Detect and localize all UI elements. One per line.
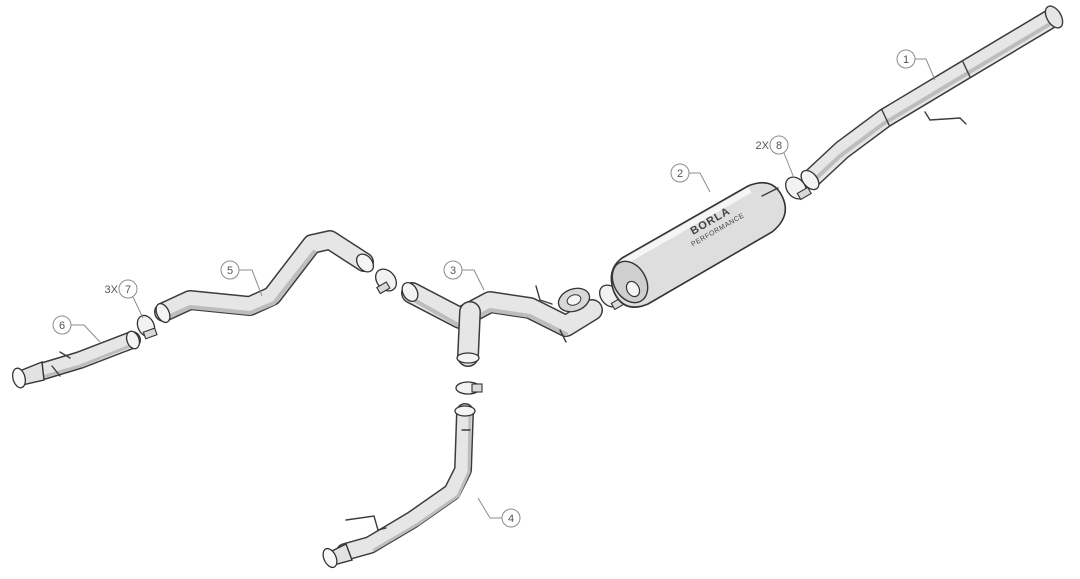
svg-text:2: 2 [677,168,683,180]
part-4-tail-pipe [322,403,476,569]
svg-text:5: 5 [227,265,233,277]
callout-4: 4 [477,497,521,528]
part-6-tail-pipe [12,330,141,389]
part-1-inlet-pipe [800,5,1064,191]
callout-7: 3X 7 [105,279,144,319]
part-5-over-axle-pipe [154,230,375,324]
svg-text:7: 7 [125,284,131,296]
svg-text:8: 8 [776,140,782,152]
svg-text:3X: 3X [105,284,119,296]
svg-text:3: 3 [450,265,456,277]
part-3-y-pipe [401,282,603,367]
callout-8: 2X 8 [756,135,795,179]
clamp-lower-leg [455,381,483,395]
svg-text:1: 1 [903,54,909,66]
clamp-mid [375,268,397,295]
svg-text:4: 4 [508,513,514,525]
svg-text:2X: 2X [756,140,770,152]
callout-5: 5 [220,260,263,297]
callout-3: 3 [443,260,485,291]
part-7-clamp [136,314,158,340]
svg-text:6: 6 [59,320,65,332]
callout-2: 2 [670,163,711,193]
part-2-muffler: BORLA PERFORMANCE [610,181,787,308]
part-8-clamp-upper [785,176,812,201]
callout-6: 6 [52,315,101,343]
callout-1: 1 [896,49,936,81]
